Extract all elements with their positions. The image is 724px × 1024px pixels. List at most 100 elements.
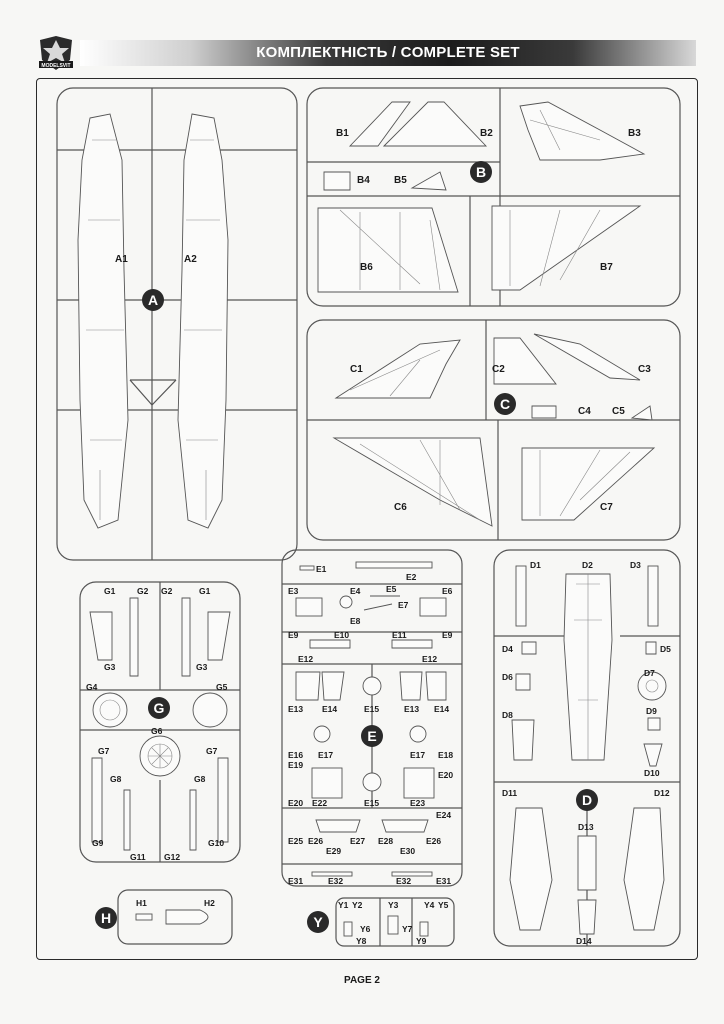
label-e12-left: E12 [298,654,313,664]
part-c7 [521,447,656,521]
label-d3: D3 [630,560,641,570]
badge-d-circle [576,789,598,811]
label-e26-right: E26 [426,836,441,846]
page-title: КОМПЛЕКТНІСТЬ / COMPLETE SET [256,44,520,61]
label-d11: D11 [502,788,517,798]
part-d10 [643,743,663,767]
badge-e: E [367,728,376,744]
label-e25: E25 [288,836,303,846]
modelsvit-logo: MODELSVIT [39,36,73,70]
badge-c-circle [494,393,516,415]
part-e15-top [362,676,382,696]
label-e1: E1 [316,564,327,574]
part-a2-fuselage-half [177,113,229,529]
part-h1 [135,913,153,921]
label-b7: B7 [600,262,613,273]
label-d14: D14 [576,936,592,946]
sprue-h: H1 H2 H [95,889,233,945]
part-e17-left [313,725,331,743]
label-b2: B2 [480,128,493,139]
part-e14-left [321,671,345,701]
sprue-b: B1 B2 B3 B4 B5 B6 B7 B [306,87,681,307]
part-d5 [645,641,657,655]
part-e15-bottom [362,772,382,792]
label-e4: E4 [350,586,361,596]
part-e10 [309,639,351,649]
part-g4 [92,692,128,728]
label-b5: B5 [394,175,407,186]
label-e17-left: E17 [318,750,333,760]
part-b6 [317,207,459,293]
label-c7: C7 [600,502,613,513]
label-e8: E8 [350,616,361,626]
sprue-d: D1 D2 D3 D4 D5 D6 D7 D8 D9 D10 D11 D12 D… [493,549,681,947]
part-e13-left [295,671,321,701]
label-a1: A1 [115,254,128,265]
label-e20-right: E20 [438,770,453,780]
label-e26-left: E26 [308,836,323,846]
part-e23 [403,767,435,799]
label-e20-left: E20 [288,798,303,808]
sprue-b-frame [306,87,681,307]
label-y4: Y4 [424,900,435,910]
label-e29: E29 [326,846,341,856]
part-e32-left [311,871,353,877]
badge-a: A [148,292,158,308]
badge-g-circle [148,697,170,719]
label-e32-right: E32 [396,876,411,886]
label-e27: E27 [350,836,365,846]
part-y6 [343,921,353,937]
part-d13 [577,835,597,891]
sprue-h-frame [117,889,233,945]
part-e6 [419,597,447,617]
part-g3-left [89,611,113,661]
sprue-g: G1 G2 G2 G1 G3 G3 G4 G5 G6 G7 G7 G8 G8 G… [79,581,241,863]
part-g5 [192,692,228,728]
label-d1: D1 [530,560,541,570]
sprue-y-frame [335,897,455,947]
label-h2: H2 [204,898,215,908]
part-b1 [348,101,411,147]
part-b4 [323,171,351,191]
label-e28: E28 [378,836,393,846]
badge-e-circle [361,725,383,747]
label-g9: G9 [92,838,104,848]
label-e32-left: E32 [328,876,343,886]
label-d12: D12 [654,788,670,798]
part-g12 [189,789,197,851]
label-e17-right: E17 [410,750,425,760]
label-c2: C2 [492,364,505,375]
part-e4 [339,595,353,609]
label-g10: G10 [208,838,224,848]
part-b7 [491,205,642,291]
label-y2: Y2 [352,900,363,910]
sprue-c: C1 C2 C3 C4 C5 C6 C7 C [306,319,681,541]
header: MODELSVIT КОМПЛЕКТНІСТЬ / COMPLETE SET [36,34,696,72]
part-e2 [355,561,433,569]
label-g8-left: G8 [110,774,122,784]
part-e3 [295,597,323,617]
label-g7-right: G7 [206,746,218,756]
label-g8-right: G8 [194,774,206,784]
label-d8: D8 [502,710,513,720]
part-e13-right [399,671,423,701]
label-b6: B6 [360,262,373,273]
part-d6 [515,673,531,691]
part-e17-right [409,725,427,743]
part-c2 [493,337,557,385]
label-g5: G5 [216,682,228,692]
badge-b-circle [470,161,492,183]
label-e16: E16 [288,750,303,760]
label-e5: E5 [386,584,397,594]
badge-h: H [101,910,111,926]
label-d13: D13 [578,822,594,832]
label-e30: E30 [400,846,415,856]
part-e32-right [391,871,433,877]
badge-a-circle [142,289,164,311]
label-y1: Y1 [338,900,349,910]
part-y3 [387,915,399,935]
label-g2-left: G2 [137,586,149,596]
label-e18: E18 [438,750,453,760]
label-g2-right: G2 [161,586,173,596]
